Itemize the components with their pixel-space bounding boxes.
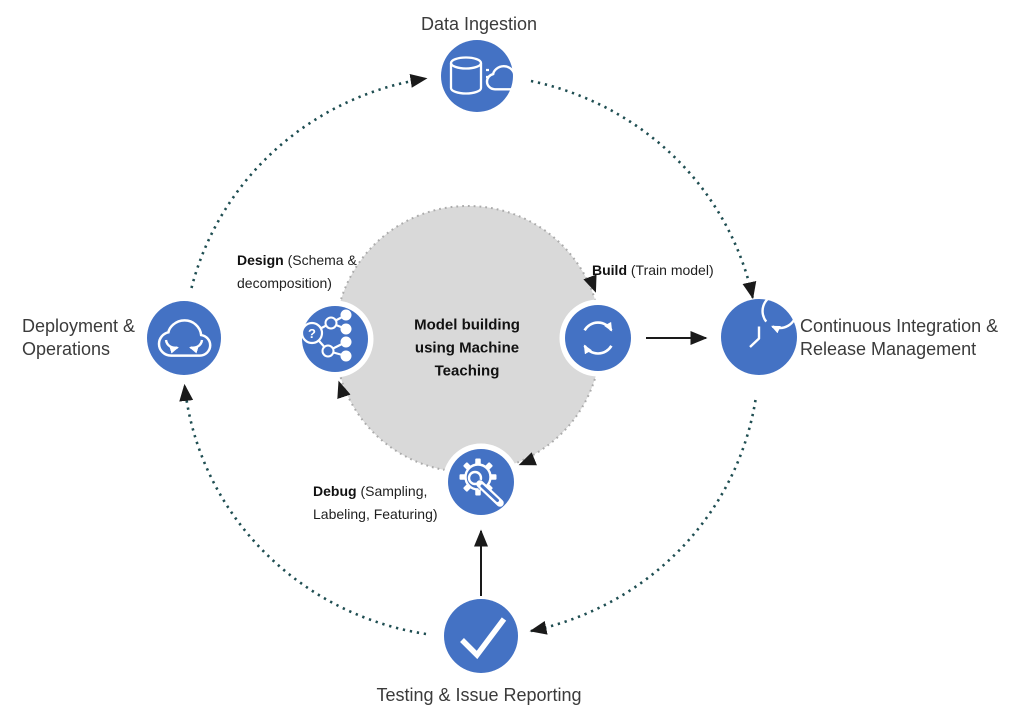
arc-testing-to-deployment <box>179 383 427 636</box>
design-circle <box>302 306 368 372</box>
testing-issue-reporting-label: Testing & Issue Reporting <box>376 685 582 705</box>
clock-history-icon <box>749 292 798 348</box>
solid-connectors <box>474 331 708 596</box>
outer-cycle-dotted-ring <box>179 73 757 636</box>
arc-deployment-to-data-ingestion <box>190 73 428 289</box>
database-cloud-icon <box>449 56 522 95</box>
node-build <box>559 299 637 377</box>
cloud-sync-icon <box>157 319 212 357</box>
data-ingestion-label: Data Ingestion <box>420 14 538 34</box>
node-deployment-operations <box>147 301 221 375</box>
design-label: Design (Schema & decomposition) <box>237 252 357 291</box>
debug-label: Debug (Sampling, Labeling, Featuring) <box>313 483 438 522</box>
design-question-mark: ? <box>308 326 316 341</box>
schema-decomposition-icon: ? <box>300 309 352 362</box>
node-continuous-integration <box>721 292 798 375</box>
deployment-circle <box>147 301 221 375</box>
node-debug <box>442 443 520 521</box>
node-design: ? <box>296 300 374 378</box>
checkmark-icon <box>460 617 507 660</box>
build-circle <box>565 305 631 371</box>
center-title: Model building using Machine Teaching <box>414 316 520 380</box>
gear-wrench-icon <box>459 458 504 507</box>
arc-ci-to-testing <box>529 399 757 635</box>
build-label: Build (Train model) <box>592 262 714 278</box>
testing-circle <box>444 599 518 673</box>
continuous-integration-label: Continuous Integration & Release Managem… <box>800 316 999 359</box>
deployment-operations-label: Deployment & Operations <box>22 316 136 359</box>
node-testing-issue-reporting <box>444 599 518 673</box>
sync-arrows-icon <box>583 321 613 355</box>
node-data-ingestion <box>441 40 522 112</box>
arc-data-ingestion-to-ci <box>530 79 757 300</box>
